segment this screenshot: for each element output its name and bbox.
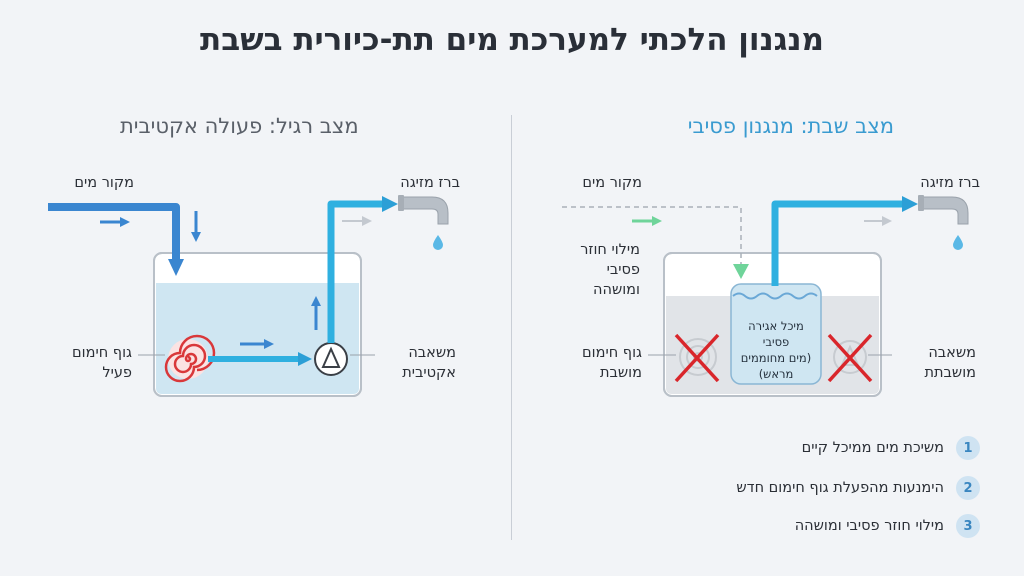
step-text: הימנעות מהפעלת גוף חימום חדש: [736, 480, 944, 496]
step-text: משיכת מים ממיכל קיים: [801, 440, 944, 456]
faucet-label: ברז מזיגה: [400, 175, 460, 191]
heater-disabled-label: גוף חימום מושבת: [582, 345, 642, 381]
step-number-badge: 3: [956, 514, 980, 538]
step-item: 3 מילוי חוזר פסיבי ומושהה: [795, 513, 980, 539]
heating-coil-icon: [164, 334, 216, 383]
water-source-label: מקור מים: [74, 175, 134, 191]
passive-refill-label: מילוי חוזר פסיבי ומושהה: [580, 242, 640, 298]
step-item: 1 משיכת מים ממיכל קיים: [802, 435, 980, 461]
passive-source-line: [562, 206, 742, 266]
faucet-icon: [918, 195, 969, 225]
water-drop-icon: [433, 235, 443, 250]
step-number-badge: 2: [956, 476, 980, 500]
panel-divider: [511, 115, 512, 540]
water-source-label: מקור מים: [582, 175, 642, 191]
outlet-pipe: [327, 196, 398, 343]
refill-arrow-icon: [733, 264, 749, 279]
step-number-badge: 1: [956, 436, 980, 460]
heater-pump-pipe: [208, 352, 312, 366]
page-title: מנגנון הלכתי למערכת מים תת-כיורית בשבת: [200, 22, 824, 58]
faucet-icon: [398, 195, 449, 225]
normal-mode-heading: מצב רגיל: פעולה אקטיבית: [120, 114, 359, 138]
disabled-x-icon: [674, 333, 720, 383]
faucet-label: ברז מזיגה: [920, 175, 980, 191]
disabled-x-icon: [827, 333, 873, 383]
shabbat-mode-heading: מצב שבת: מנגנון פסיבי: [687, 114, 894, 138]
step-item: 2 הימנעות מהפעלת גוף חימום חדש: [736, 475, 980, 501]
step-text: מילוי חוזר פסיבי ומושהה: [794, 518, 944, 534]
pump-label: משאבה אקטיבית: [402, 345, 456, 381]
shabbat-outlet-pipe: [771, 196, 918, 286]
water-drop-icon: [953, 235, 963, 250]
pump-disabled-label: משאבה מושבתת: [924, 345, 976, 381]
heater-label: גוף חימום פעיל: [72, 345, 132, 381]
inlet-pipe: [48, 203, 184, 276]
storage-tank-label: מיכל אגירה פסיבי (מים מחוממים מראש): [740, 319, 812, 381]
pump-icon: [314, 342, 348, 376]
